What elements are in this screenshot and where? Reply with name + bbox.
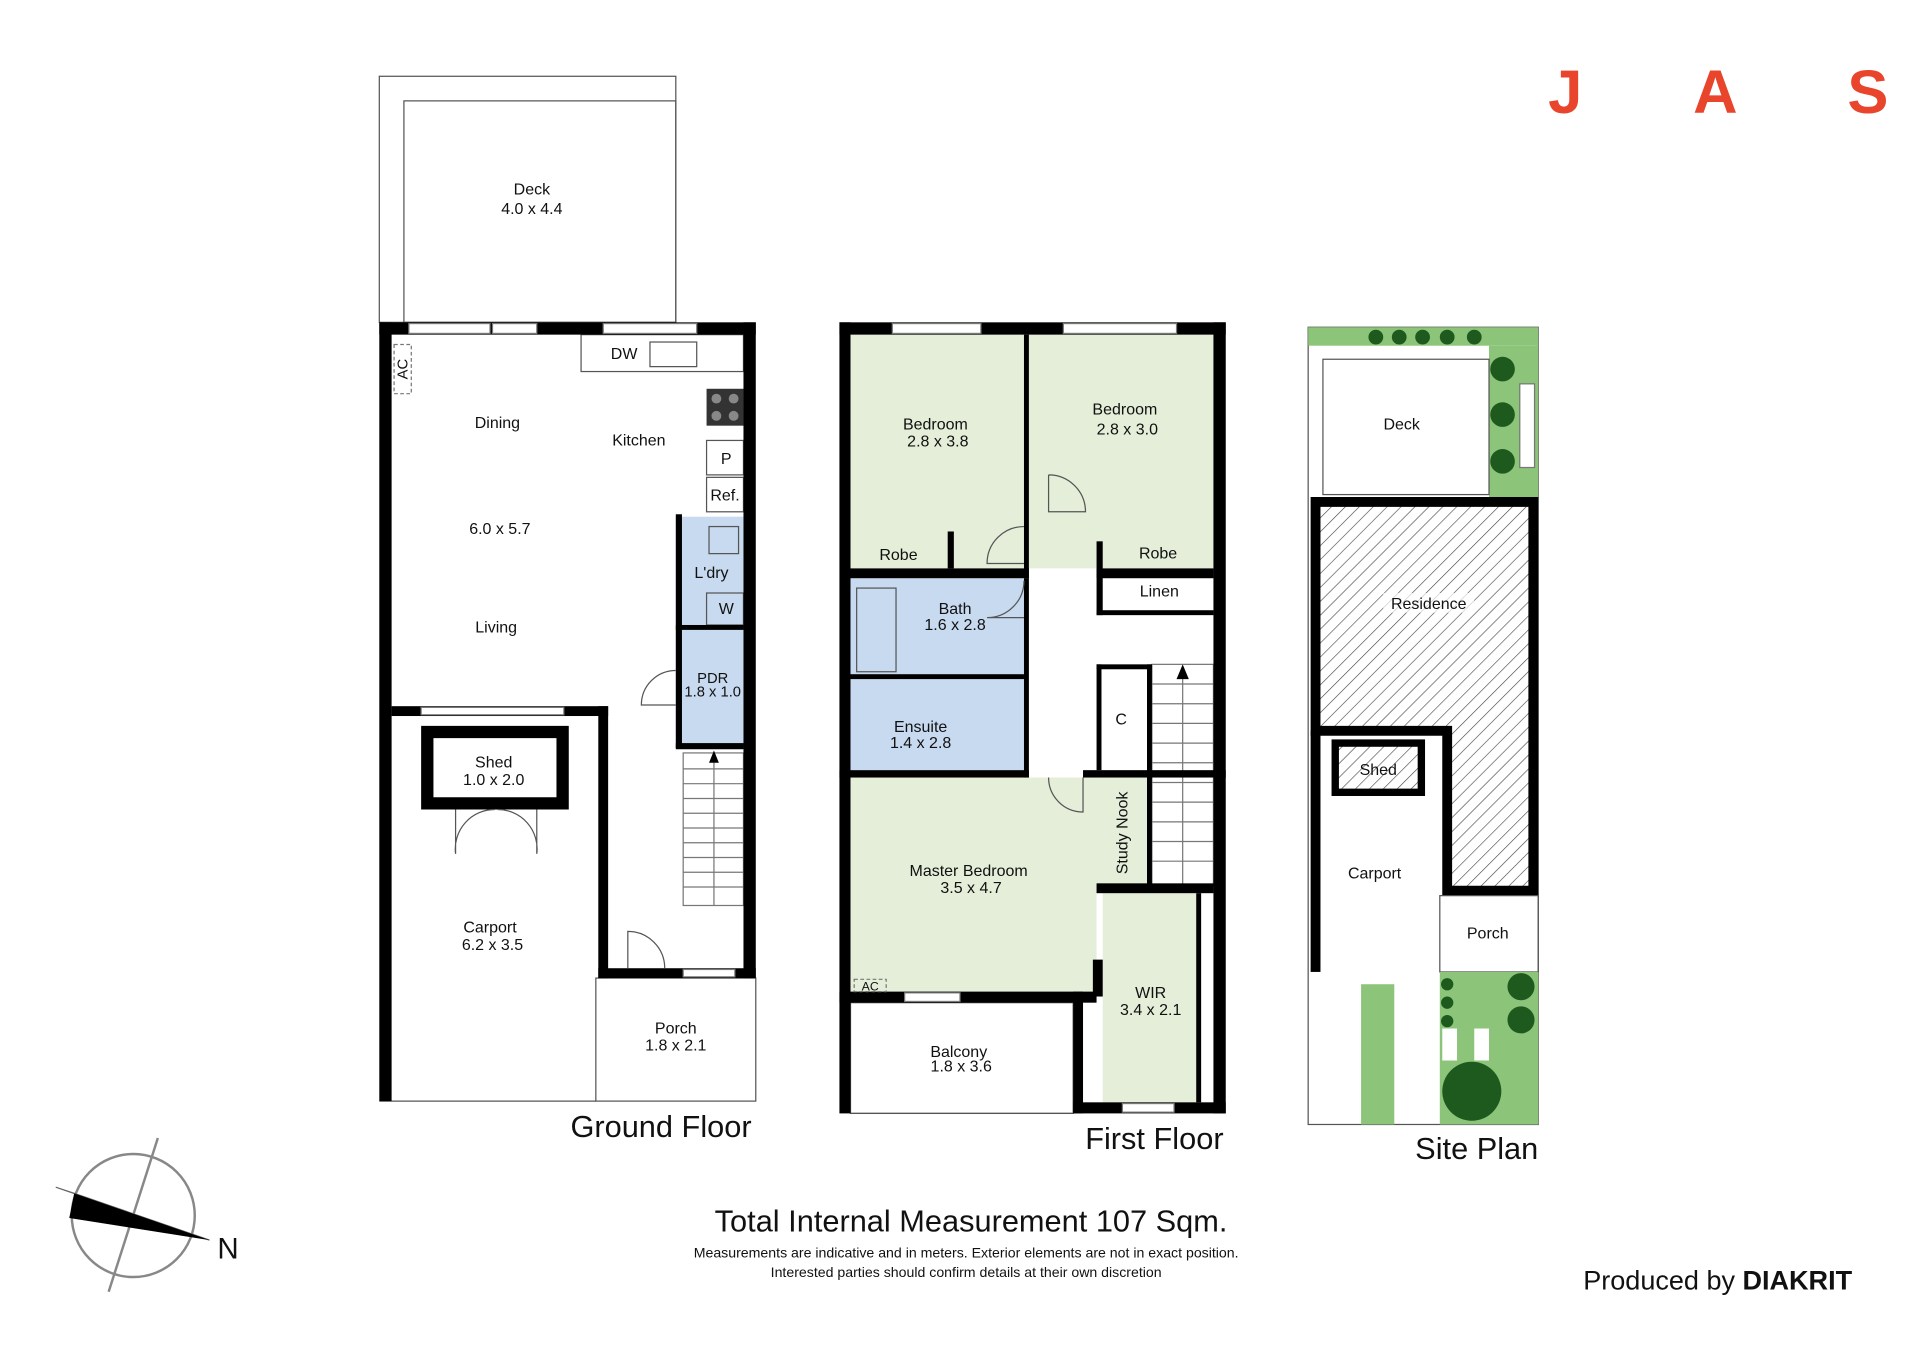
svg-text:P: P <box>721 451 732 468</box>
svg-text:Dining: Dining <box>475 415 520 432</box>
svg-text:Porch: Porch <box>1467 926 1509 943</box>
svg-text:N: N <box>217 1233 238 1266</box>
disclaimer-line-1: Measurements are indicative and in meter… <box>694 1244 1239 1260</box>
svg-text:3.4 x 2.1: 3.4 x 2.1 <box>1120 1002 1181 1019</box>
svg-text:L'dry: L'dry <box>694 565 728 582</box>
svg-text:Bedroom: Bedroom <box>1092 402 1157 419</box>
bedroom-2 <box>1028 334 1214 569</box>
svg-text:Ref.: Ref. <box>710 488 739 505</box>
svg-text:1.0 x 2.0: 1.0 x 2.0 <box>463 772 524 789</box>
svg-text:2.8 x 3.0: 2.8 x 3.0 <box>1097 421 1158 438</box>
svg-text:Produced by: Produced by <box>1583 1265 1735 1295</box>
svg-text:PDR: PDR <box>697 671 728 687</box>
svg-text:1.6 x 2.8: 1.6 x 2.8 <box>924 617 985 634</box>
svg-text:Robe: Robe <box>1139 546 1177 563</box>
svg-text:Linen: Linen <box>1140 584 1179 601</box>
svg-text:A: A <box>1693 58 1737 127</box>
total-measurement: Total Internal Measurement 107 Sqm. <box>715 1204 1228 1239</box>
svg-text:1.8 x 3.6: 1.8 x 3.6 <box>931 1059 992 1076</box>
ground-floor-title: Ground Floor <box>570 1109 751 1144</box>
svg-text:Shed: Shed <box>1360 762 1397 779</box>
first-floor-title: First Floor <box>1085 1121 1223 1156</box>
svg-text:4.0 x 4.4: 4.0 x 4.4 <box>501 201 562 218</box>
ground-floor-plan: AC DW P Ref. W Deck 4.0 x 4.4 Dining Kit… <box>378 75 757 1144</box>
svg-text:2.8 x 3.8: 2.8 x 3.8 <box>907 434 968 451</box>
svg-text:C: C <box>1115 712 1127 729</box>
svg-text:6.0 x 5.7: 6.0 x 5.7 <box>469 521 530 538</box>
svg-text:DIAKRIT: DIAKRIT <box>1742 1265 1852 1295</box>
cooktop-icon <box>706 388 744 426</box>
svg-text:Bath: Bath <box>939 601 972 618</box>
residence-footprint <box>1310 497 1539 896</box>
svg-text:J: J <box>1548 58 1582 127</box>
svg-text:1.8 x 1.0: 1.8 x 1.0 <box>684 684 741 700</box>
pdr-room <box>675 629 744 745</box>
first-floor-plan: AC Bedroom 2.8 x 3.8 Bedroom 2.8 x 3.0 R… <box>839 322 1226 1156</box>
svg-text:Shed: Shed <box>475 755 512 772</box>
svg-text:Deck: Deck <box>1383 416 1420 433</box>
site-plan: Deck Residence Shed Carport Porch Site P… <box>1307 326 1539 1166</box>
svg-text:1.4 x 2.8: 1.4 x 2.8 <box>890 735 951 752</box>
site-plan-title: Site Plan <box>1415 1131 1538 1166</box>
svg-text:6.2 x 3.5: 6.2 x 3.5 <box>462 937 523 954</box>
svg-text:S: S <box>1847 58 1888 127</box>
svg-text:3.5 x 4.7: 3.5 x 4.7 <box>940 880 1001 897</box>
ensuite-room <box>850 679 1024 771</box>
svg-text:AC: AC <box>396 358 412 379</box>
svg-text:Porch: Porch <box>655 1020 697 1037</box>
svg-text:DW: DW <box>611 346 639 363</box>
entry-door <box>627 930 666 969</box>
svg-text:Residence: Residence <box>1391 596 1467 613</box>
svg-text:Ensuite: Ensuite <box>894 719 947 736</box>
svg-text:Bedroom: Bedroom <box>903 416 968 433</box>
svg-text:Robe: Robe <box>879 547 917 564</box>
deck-outline <box>378 75 677 323</box>
disclaimer-line-2: Interested parties should confirm detail… <box>771 1264 1162 1280</box>
brand-logo: J A S <box>1548 58 1888 127</box>
svg-text:Deck: Deck <box>514 181 551 198</box>
svg-text:Balcony: Balcony <box>930 1044 987 1061</box>
svg-text:Living: Living <box>475 619 517 636</box>
svg-text:WIR: WIR <box>1135 985 1166 1002</box>
wir-room <box>1102 893 1197 1103</box>
svg-text:Carport: Carport <box>463 920 517 937</box>
compass-icon: N <box>55 1137 239 1293</box>
shed-walls <box>421 725 569 810</box>
svg-text:1.8 x 2.1: 1.8 x 2.1 <box>645 1038 706 1055</box>
master-bedroom <box>850 777 1097 992</box>
svg-text:Study Nook: Study Nook <box>1114 791 1131 875</box>
svg-text:Kitchen: Kitchen <box>612 432 665 449</box>
svg-text:Carport: Carport <box>1348 865 1402 882</box>
bath-room <box>850 578 1024 675</box>
svg-text:W: W <box>719 601 735 618</box>
producer-credit: Produced by DIAKRIT <box>1583 1265 1852 1295</box>
svg-text:AC: AC <box>862 979 879 993</box>
svg-text:Master Bedroom: Master Bedroom <box>910 863 1028 880</box>
bedroom-1 <box>850 334 1024 569</box>
stairs <box>682 752 745 907</box>
